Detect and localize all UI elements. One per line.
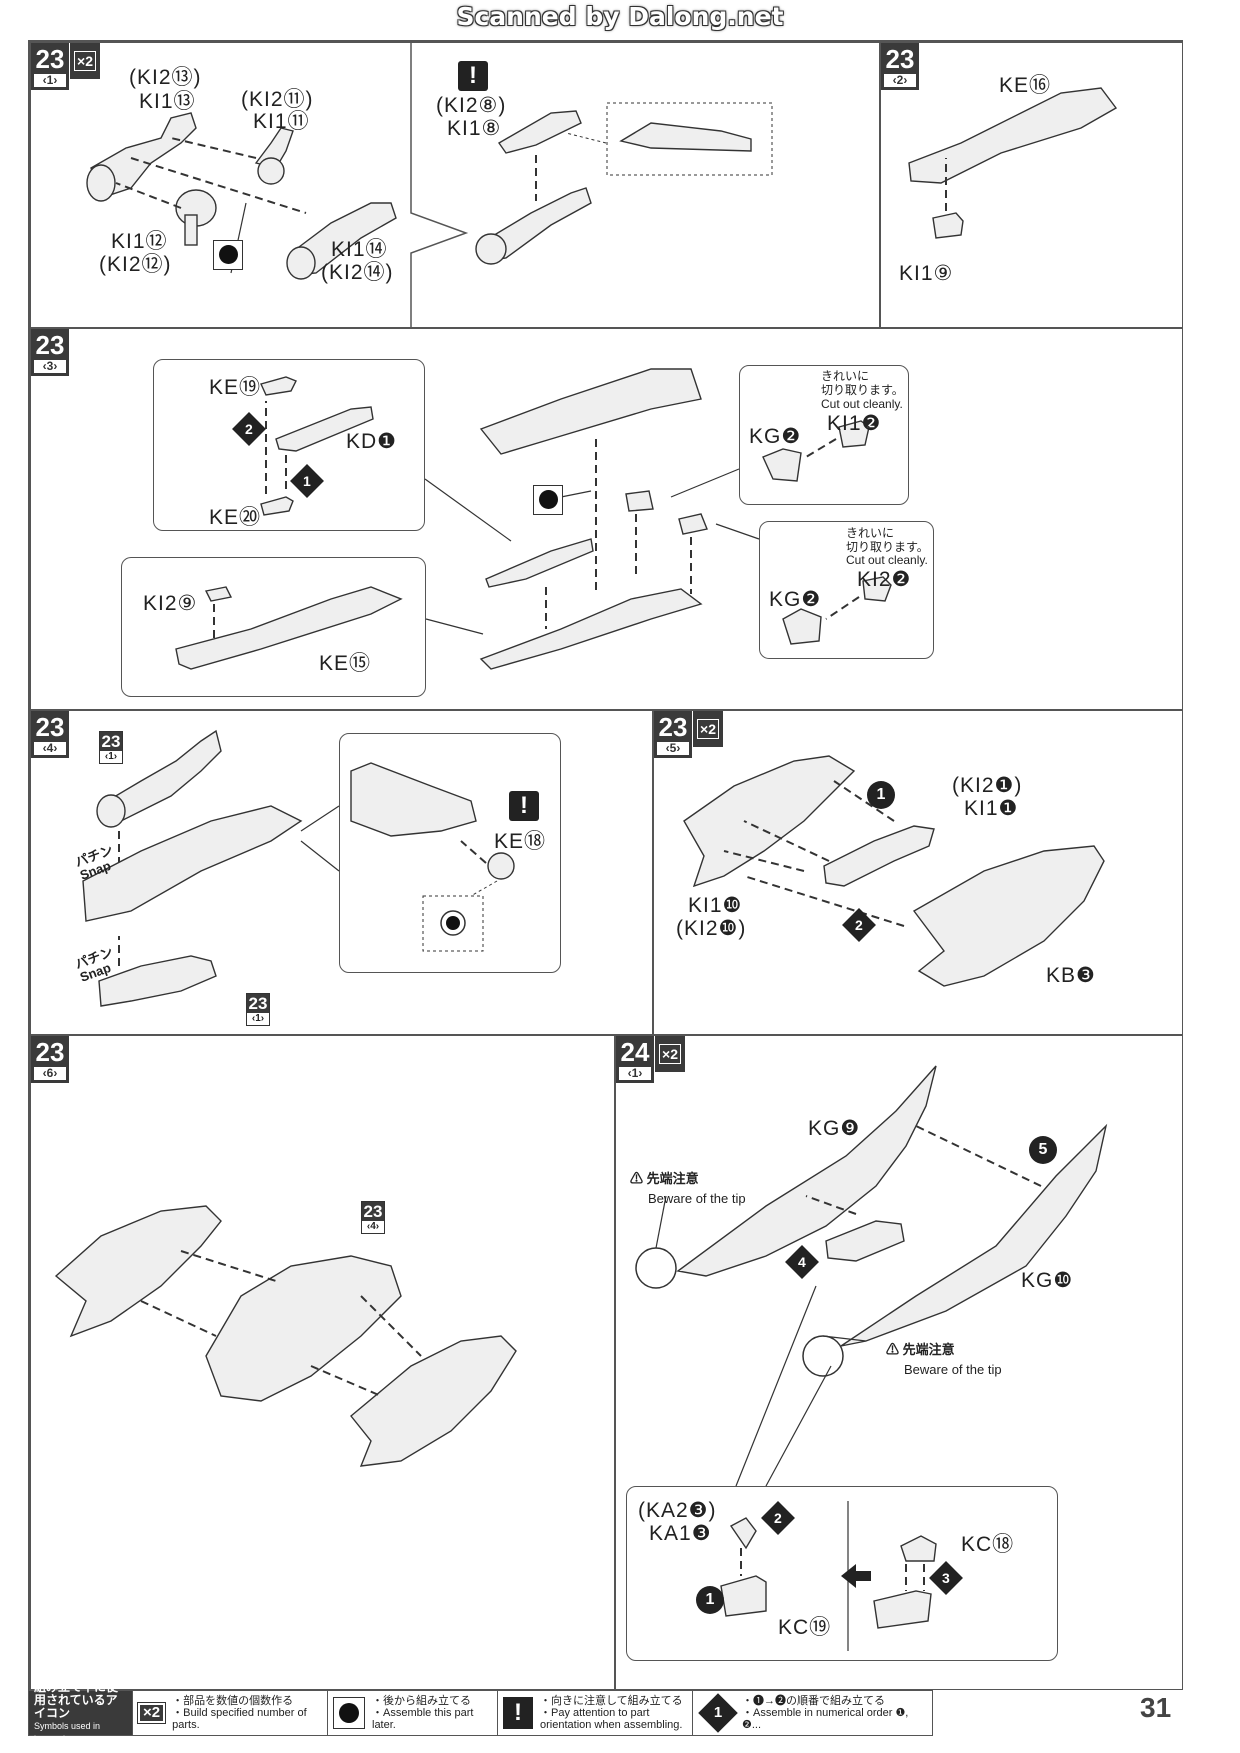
step-header: 23‹1› ×2 [31, 43, 100, 90]
part-label: (KI2❶) [952, 774, 1023, 797]
assemble-later-icon [533, 485, 563, 515]
tip-warning-jp: ⚠ 先端注意 [886, 1342, 955, 1357]
part-label: KG❾ [808, 1117, 861, 1140]
bucket-icon [333, 1697, 365, 1729]
part-label: KE⑮ [319, 652, 372, 675]
multiplier-badge: ×2 [70, 43, 100, 79]
part-label: KG❿ [1021, 1269, 1074, 1292]
step-number: 23‹4› [31, 711, 69, 758]
scan-credit: Scanned by Dalong.net [456, 2, 784, 31]
part-label: KI1⑭ [331, 238, 388, 261]
step-number: 23‹5› [654, 711, 692, 758]
part-label: KE⑲ [209, 376, 262, 399]
part-label: KC⑱ [961, 1533, 1015, 1556]
tip-warning-en: Beware of the tip [648, 1191, 746, 1206]
cut-note-en: Cut out cleanly. [821, 397, 903, 411]
cut-note-en: Cut out cleanly. [846, 553, 928, 567]
part-label: KI1⑧ [447, 117, 502, 140]
tip-warning-jp: ⚠ 先端注意 [630, 1171, 699, 1186]
step-reference: 23‹4› [361, 1201, 385, 1234]
step-header: 24‹1› ×2 [616, 1036, 685, 1083]
step-header: 23‹4› [31, 711, 69, 758]
step-23-1-panel: 23‹1› ×2 [30, 42, 880, 328]
part-label: (KI2⑬) [129, 66, 202, 89]
legend-item-multiply: ×2 ・部品を数値の個数作る・Build specified number of… [133, 1691, 328, 1735]
part-label: KE⑳ [209, 506, 262, 529]
assemble-later-icon [213, 240, 243, 270]
step-header: 23‹5› ×2 [654, 711, 723, 758]
orientation-warning-icon: ! [509, 791, 539, 821]
step-24-1-panel: 24‹1› ×2 [615, 1035, 1183, 1690]
part-label: KA1❸ [649, 1522, 712, 1545]
part-label: KI1⑨ [899, 262, 954, 285]
part-label: (KI2❿) [676, 917, 747, 940]
part-label: KI2❷ [857, 568, 912, 591]
step-header: 23‹3› [31, 329, 69, 376]
step-number: 23‹2› [881, 43, 919, 90]
step-23-2-drawing [908, 87, 1118, 239]
order-badge: 5 [1029, 1136, 1057, 1164]
step-reference: 23‹1› [99, 731, 123, 764]
part-label: KC⑲ [778, 1616, 832, 1639]
multiplier-icon: ×2 [136, 1702, 167, 1724]
page-number: 31 [1140, 1692, 1172, 1723]
step-23-4-panel: 23‹4› 23‹1› 23‹1› ! [30, 710, 653, 1035]
tip-warning-en: Beware of the tip [904, 1362, 1002, 1377]
step-header: 23‹6› [31, 1036, 69, 1083]
part-label: (KI2⑭) [321, 261, 394, 284]
legend-item-order: 1 ・❶→❷の順番で組み立てる・Assemble in numerical or… [693, 1691, 932, 1735]
part-label: (KI2⑪) [241, 88, 314, 111]
part-label: KI2⑨ [143, 592, 198, 615]
step-number: 23‹6› [31, 1036, 69, 1083]
order-badge: 1 [696, 1586, 724, 1614]
part-label: KB❸ [1046, 964, 1096, 987]
part-label: KI1⑬ [139, 90, 196, 113]
multiplier-badge: ×2 [655, 1036, 685, 1072]
orientation-warning-icon: ! [458, 61, 488, 91]
part-label: KG❷ [769, 588, 822, 611]
part-label: (KI2⑧) [436, 94, 507, 117]
part-label: KE⑯ [999, 74, 1052, 97]
part-label: KI1⑪ [253, 110, 310, 133]
exclamation-icon: ! [503, 1697, 533, 1729]
legend-item-orientation: ! ・向きに注意して組み立てる・Pay attention to part or… [498, 1691, 693, 1735]
part-label: KG❷ [749, 425, 802, 448]
step-23-1-drawing [86, 43, 773, 327]
part-label: KI1⑫ [111, 230, 168, 253]
step-23-6-drawing [54, 1205, 517, 1467]
step-23-3-drawing [175, 368, 892, 670]
step-23-2-panel: 23‹2› KE⑯ KI1⑨ [880, 42, 1183, 328]
instruction-frame: 23‹1› ×2 [28, 40, 1183, 1690]
legend-item-later: ・後から組み立てる・Assemble this part later. [328, 1691, 498, 1735]
order-number-icon: 1 [698, 1693, 738, 1733]
step-23-6-panel: 23‹6› 23‹4› [30, 1035, 615, 1690]
step-23-4-drawing [82, 729, 515, 1007]
detail-box [626, 1486, 1058, 1661]
part-label: KI1❿ [688, 894, 743, 917]
order-badge: 1 [867, 781, 895, 809]
part-label: (KA2❸) [638, 1499, 717, 1522]
step-23-5-drawing [683, 755, 1105, 987]
step-header: 23‹2› [881, 43, 919, 90]
part-label: KD❶ [346, 430, 397, 453]
step-23-5-panel: 23‹5› ×2 1 2 (KI2❶) KI1❶ KI1❿ (KI2❿) KB❸ [653, 710, 1183, 1035]
detail-box [739, 365, 909, 505]
step-number: 23‹1› [31, 43, 69, 90]
part-label: KE⑱ [494, 830, 547, 853]
cut-note-jp: きれいに 切り取ります。 [846, 526, 929, 554]
part-label: (KI2⑫) [99, 253, 172, 276]
step-number: 24‹1› [616, 1036, 654, 1083]
cut-note-jp: きれいに 切り取ります。 [821, 369, 904, 397]
step-24-1-drawing [635, 1065, 1108, 1651]
part-label: KI1❶ [964, 797, 1019, 820]
step-23-3-panel: 23‹3› [30, 328, 1183, 710]
part-label: KI1❷ [827, 412, 882, 435]
step-number: 23‹3› [31, 329, 69, 376]
step-reference: 23‹1› [246, 993, 270, 1026]
multiplier-badge: ×2 [693, 711, 723, 747]
